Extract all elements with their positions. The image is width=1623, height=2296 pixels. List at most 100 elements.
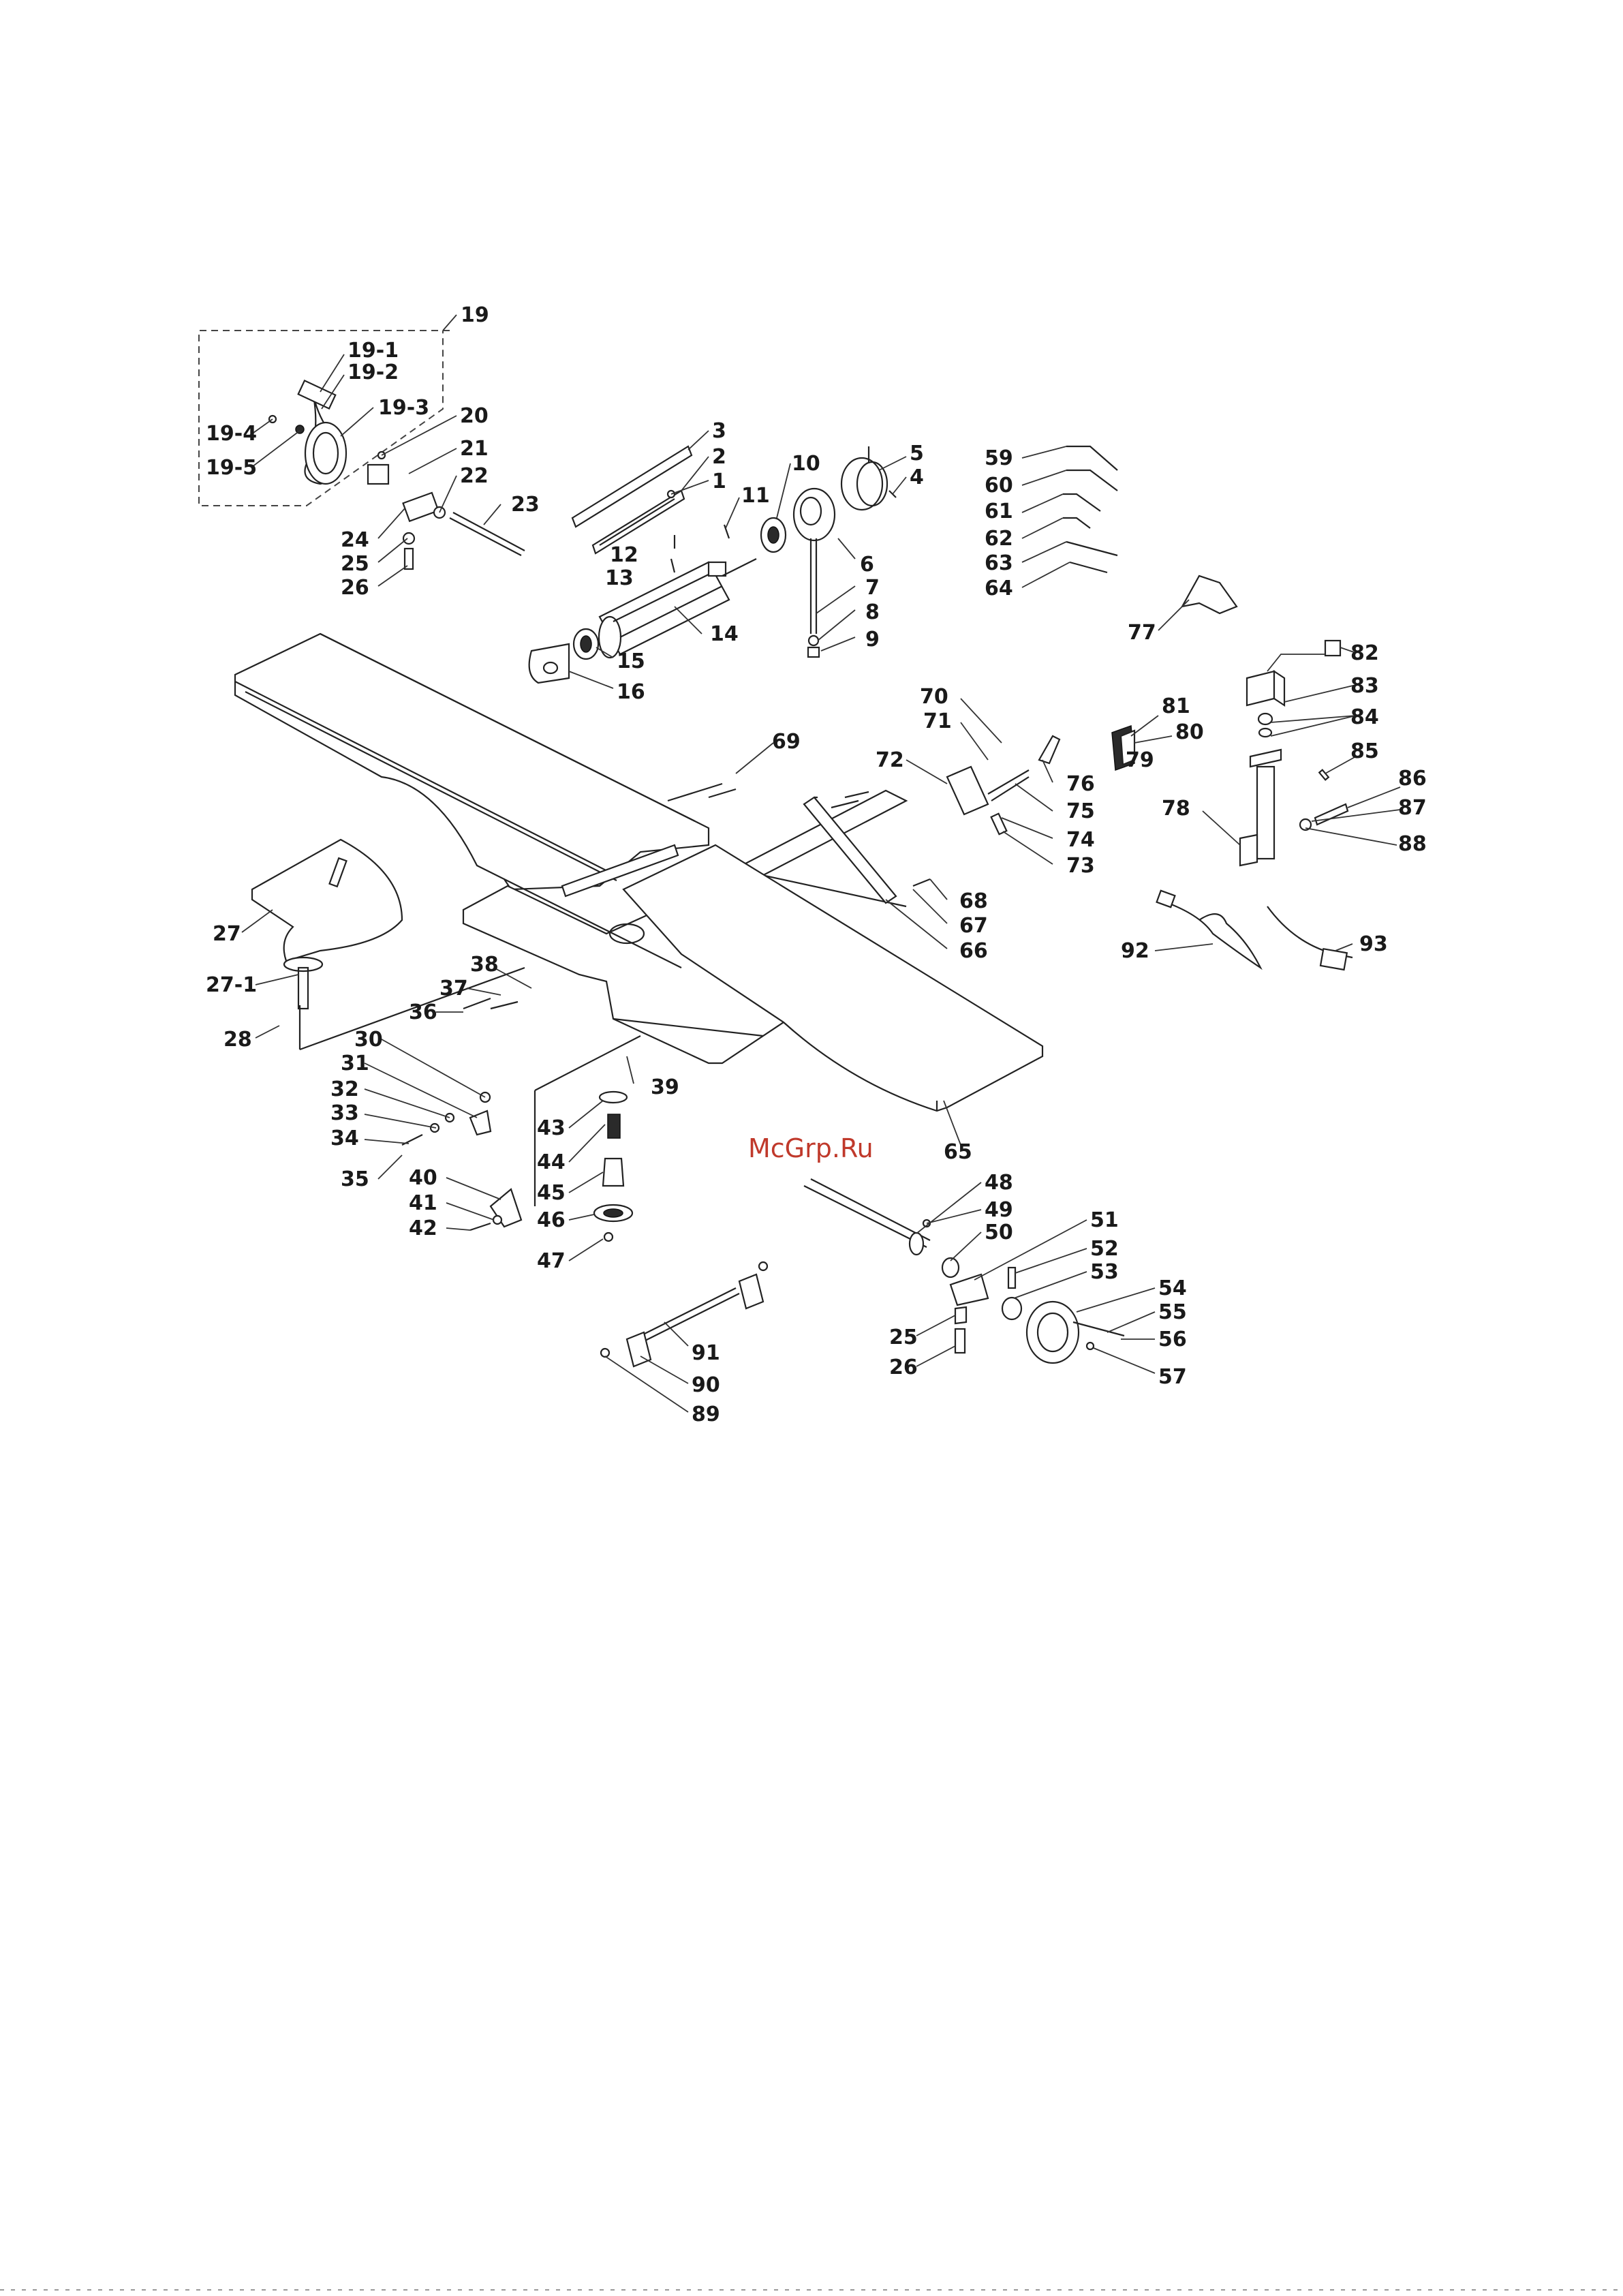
part-label: 3	[712, 419, 726, 443]
part-label: 16	[617, 680, 645, 704]
part-label: 61	[985, 500, 1013, 523]
part-label: 76	[1066, 772, 1095, 796]
part-label: 42	[409, 1216, 437, 1240]
part-label: 81	[1162, 694, 1190, 718]
part-label: 34	[330, 1127, 359, 1150]
outfeed-table	[622, 844, 1044, 1112]
part-label: 54	[1158, 1276, 1187, 1300]
part-label: 15	[617, 649, 645, 673]
part-label: 49	[985, 1198, 1013, 1222]
part-label: 19-3	[378, 396, 429, 420]
part-label: 43	[537, 1116, 566, 1140]
part-label: 80	[1175, 720, 1204, 744]
part-label: 40	[409, 1166, 437, 1190]
part-label: 14	[710, 622, 739, 646]
part-label: 87	[1398, 796, 1427, 820]
part-label: 47	[537, 1249, 566, 1273]
part-label: 21	[460, 437, 489, 461]
part-label: 12	[610, 543, 638, 567]
part-label: 5	[910, 442, 924, 465]
part-label: 10	[792, 452, 820, 476]
part-label: 37	[439, 977, 468, 1000]
part-label: 64	[985, 577, 1013, 600]
height-adjust-parts	[401, 997, 641, 1242]
part-label: 90	[692, 1373, 720, 1397]
part-label: 27-1	[206, 973, 257, 997]
part-label: 27	[213, 922, 241, 946]
part-label: 82	[1350, 641, 1379, 665]
part-label: 20	[460, 404, 489, 428]
part-label: 60	[985, 474, 1013, 498]
part-label: 88	[1398, 832, 1427, 856]
part-label: 72	[876, 748, 904, 772]
part-labels: 19 19-1 19-2 19-3 19-4 19-5 20 21 22 23 …	[206, 303, 1427, 1426]
part-label: 83	[1350, 674, 1379, 698]
part-label: 28	[223, 1028, 252, 1052]
part-label: 62	[985, 527, 1013, 551]
part-label: 73	[1066, 854, 1095, 878]
part-label: 56	[1158, 1328, 1187, 1351]
hex-wrench-set	[1063, 445, 1238, 615]
part-label: 31	[341, 1052, 369, 1075]
part-label: 69	[772, 730, 801, 754]
part-label: 44	[537, 1150, 566, 1174]
table-extension	[251, 838, 525, 1051]
part-label: 13	[605, 566, 634, 590]
part-label: 8	[865, 600, 880, 624]
part-label: 91	[692, 1341, 720, 1365]
part-label: 19-2	[347, 361, 399, 384]
linkage-assembly	[600, 1261, 769, 1368]
part-label: 11	[741, 484, 770, 508]
part-label: 78	[1162, 797, 1190, 821]
part-label: 7	[865, 576, 880, 600]
part-label: 53	[1090, 1260, 1119, 1284]
part-label: 70	[920, 685, 948, 709]
part-label: 86	[1398, 767, 1427, 791]
part-label: 33	[330, 1101, 359, 1125]
leader-lines	[241, 314, 1401, 1413]
part-label: 26	[341, 576, 369, 600]
part-label: 55	[1158, 1300, 1187, 1324]
part-label: 79	[1126, 748, 1154, 772]
part-label: 19	[461, 303, 489, 327]
handwheel-assembly	[803, 1178, 1125, 1364]
part-label: 75	[1066, 799, 1095, 823]
part-label: 9	[865, 628, 880, 652]
part-label: 71	[923, 709, 952, 733]
part-label: 2	[712, 445, 726, 469]
part-label: 32	[330, 1077, 359, 1101]
part-label: 68	[959, 889, 988, 913]
part-label: 84	[1350, 705, 1379, 729]
part-label: 52	[1090, 1237, 1119, 1261]
part-label: 77	[1128, 621, 1156, 645]
part-label: 46	[537, 1208, 566, 1232]
part-label: 23	[511, 493, 540, 517]
part-label: 35	[341, 1167, 369, 1191]
part-label: 38	[470, 953, 499, 977]
part-label: 48	[985, 1171, 1013, 1195]
part-label: 4	[910, 465, 924, 489]
part-label: 65	[944, 1140, 972, 1164]
part-label: 24	[341, 528, 369, 552]
part-label: 92	[1121, 939, 1149, 963]
part-label: 50	[985, 1221, 1013, 1244]
part-label: 39	[651, 1075, 679, 1099]
fence-bracket	[667, 735, 1061, 887]
bracket-assembly-left	[377, 450, 525, 570]
part-label: 22	[460, 464, 489, 488]
part-label: 30	[354, 1028, 383, 1052]
part-label: 59	[985, 446, 1013, 470]
part-label: 41	[409, 1191, 437, 1215]
part-label: 25	[341, 552, 369, 576]
dust-hood-group	[198, 330, 450, 506]
part-label: 67	[959, 914, 988, 938]
part-label: 63	[985, 551, 1013, 575]
part-label: 6	[860, 553, 874, 577]
part-label: 19-5	[206, 456, 257, 480]
infeed-table	[234, 632, 710, 891]
fence	[561, 796, 897, 904]
power-cords	[1156, 889, 1353, 971]
part-label: 36	[409, 1000, 437, 1024]
part-label: 45	[537, 1181, 566, 1205]
cutterhead-assembly	[528, 445, 897, 684]
